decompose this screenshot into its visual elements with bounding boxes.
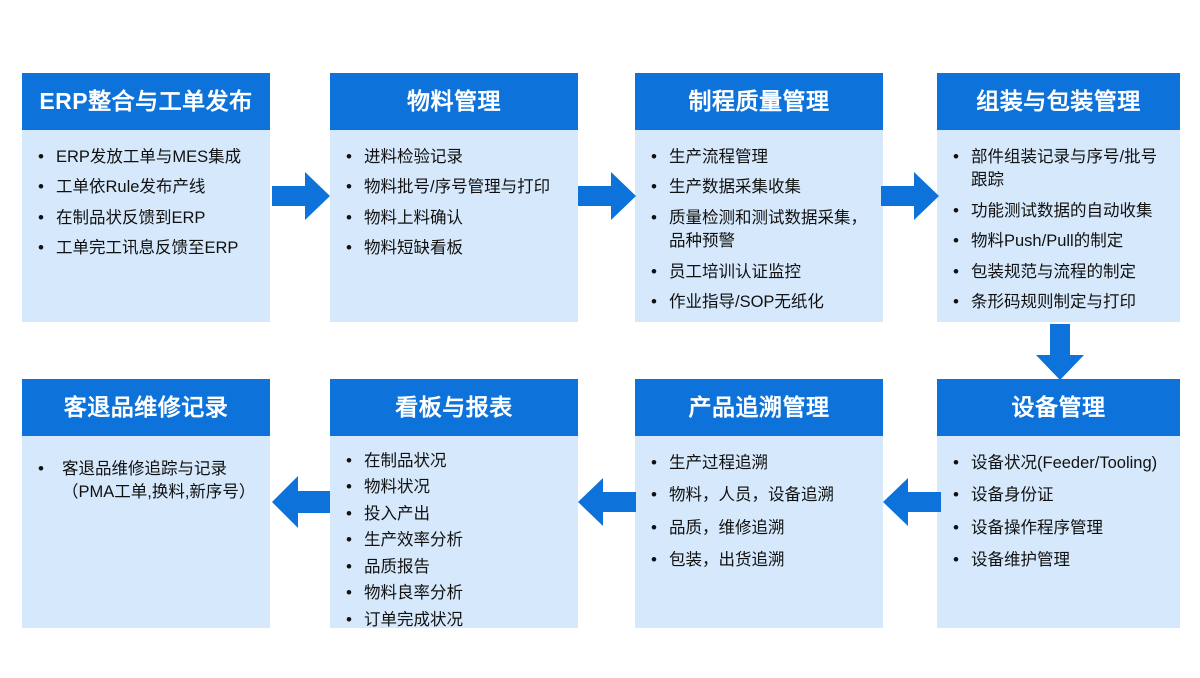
list-item: 生产效率分析 <box>344 528 568 553</box>
list-item: 包装，出货追溯 <box>649 548 873 573</box>
list-item: 物料上料确认 <box>344 206 568 231</box>
box-product-traceability-management[interactable]: 产品追溯管理 生产过程追溯 物料，人员，设备追溯 品质，维修追溯 包装，出货追溯 <box>635 379 883 628</box>
list-item: 工单依Rule发布产线 <box>36 175 260 200</box>
list-item: 物料状况 <box>344 475 568 500</box>
list-item: 设备维护管理 <box>951 548 1170 573</box>
box-body: 在制品状况 物料状况 投入产出 生产效率分析 品质报告 物料良率分析 订单完成状… <box>330 436 578 643</box>
list-item: 品质报告 <box>344 555 568 580</box>
list-item: 物料批号/序号管理与打印 <box>344 175 568 200</box>
box-body: 设备状况(Feeder/Tooling) 设备身份证 设备操作程序管理 设备维护… <box>937 436 1180 628</box>
list-item: 设备操作程序管理 <box>951 516 1170 541</box>
box-title: 产品追溯管理 <box>635 379 883 436</box>
box-body: 生产流程管理 生产数据采集收集 质量检测和测试数据采集，品种预警 员工培训认证监… <box>635 130 883 330</box>
list-item: 作业指导/SOP无纸化 <box>649 290 873 315</box>
bullet-list: 生产流程管理 生产数据采集收集 质量检测和测试数据采集，品种预警 员工培训认证监… <box>649 145 873 315</box>
bullet-list: 客退品维修追踪与记录（PMA工单,换料,新序号） <box>36 457 260 505</box>
box-equipment-management[interactable]: 设备管理 设备状况(Feeder/Tooling) 设备身份证 设备操作程序管理… <box>937 379 1180 628</box>
list-item: 物料良率分析 <box>344 581 568 606</box>
list-item: 订单完成状况 <box>344 608 568 633</box>
box-erp-integration[interactable]: ERP整合与工单发布 ERP发放工单与MES集成 工单依Rule发布产线 在制品… <box>22 73 270 322</box>
box-title: 设备管理 <box>937 379 1180 436</box>
list-item: 设备状况(Feeder/Tooling) <box>951 451 1170 476</box>
list-item: 物料，人员，设备追溯 <box>649 483 873 508</box>
list-item: 设备身份证 <box>951 483 1170 508</box>
list-item: 客退品维修追踪与记录（PMA工单,换料,新序号） <box>36 457 260 505</box>
arrow-dashboard-to-return-icon <box>272 474 330 530</box>
box-body: 客退品维修追踪与记录（PMA工单,换料,新序号） <box>22 436 270 628</box>
list-item: 包装规范与流程的制定 <box>951 260 1170 285</box>
bullet-list: 设备状况(Feeder/Tooling) 设备身份证 设备操作程序管理 设备维护… <box>951 451 1170 573</box>
box-assembly-packaging-management[interactable]: 组装与包装管理 部件组装记录与序号/批号跟踪 功能测试数据的自动收集 物料Pus… <box>937 73 1180 322</box>
bullet-list: 进料检验记录 物料批号/序号管理与打印 物料上料确认 物料短缺看板 <box>344 145 568 261</box>
box-customer-return-repair-record[interactable]: 客退品维修记录 客退品维修追踪与记录（PMA工单,换料,新序号） <box>22 379 270 628</box>
box-body: 生产过程追溯 物料，人员，设备追溯 品质，维修追溯 包装，出货追溯 <box>635 436 883 628</box>
arrow-material-to-quality-icon <box>578 170 636 222</box>
arrow-assembly-to-equipment-icon <box>1034 324 1086 380</box>
list-item: 在制品状反馈到ERP <box>36 206 260 231</box>
list-item: 品质，维修追溯 <box>649 516 873 541</box>
list-item: 在制品状况 <box>344 449 568 474</box>
box-title: 组装与包装管理 <box>937 73 1180 130</box>
list-item: 物料短缺看板 <box>344 236 568 261</box>
box-body: ERP发放工单与MES集成 工单依Rule发布产线 在制品状反馈到ERP 工单完… <box>22 130 270 322</box>
box-body: 进料检验记录 物料批号/序号管理与打印 物料上料确认 物料短缺看板 <box>330 130 578 322</box>
list-item: 生产流程管理 <box>649 145 873 170</box>
list-item: 进料检验记录 <box>344 145 568 170</box>
box-material-management[interactable]: 物料管理 进料检验记录 物料批号/序号管理与打印 物料上料确认 物料短缺看板 <box>330 73 578 322</box>
bullet-list: 在制品状况 物料状况 投入产出 生产效率分析 品质报告 物料良率分析 订单完成状… <box>344 449 568 633</box>
box-title: ERP整合与工单发布 <box>22 73 270 130</box>
list-item: 投入产出 <box>344 502 568 527</box>
arrow-quality-to-assembly-icon <box>881 170 939 222</box>
arrow-traceability-to-dashboard-icon <box>578 476 636 528</box>
list-item: 员工培训认证监控 <box>649 260 873 285</box>
arrow-erp-to-material-icon <box>272 170 330 222</box>
box-title: 制程质量管理 <box>635 73 883 130</box>
box-title: 看板与报表 <box>330 379 578 436</box>
bullet-list: 部件组装记录与序号/批号跟踪 功能测试数据的自动收集 物料Push/Pull的制… <box>951 145 1170 315</box>
arrow-equipment-to-traceability-icon <box>883 476 941 528</box>
list-item: ERP发放工单与MES集成 <box>36 145 260 170</box>
list-item: 生产过程追溯 <box>649 451 873 476</box>
list-item: 部件组装记录与序号/批号跟踪 <box>951 145 1170 193</box>
list-item: 生产数据采集收集 <box>649 175 873 200</box>
box-title: 客退品维修记录 <box>22 379 270 436</box>
list-item: 条形码规则制定与打印 <box>951 290 1170 315</box>
list-item: 功能测试数据的自动收集 <box>951 199 1170 224</box>
list-item: 质量检测和测试数据采集，品种预警 <box>649 206 873 254</box>
bullet-list: 生产过程追溯 物料，人员，设备追溯 品质，维修追溯 包装，出货追溯 <box>649 451 873 573</box>
list-item: 物料Push/Pull的制定 <box>951 229 1170 254</box>
list-item: 工单完工讯息反馈至ERP <box>36 236 260 261</box>
box-process-quality-management[interactable]: 制程质量管理 生产流程管理 生产数据采集收集 质量检测和测试数据采集，品种预警 … <box>635 73 883 322</box>
box-title: 物料管理 <box>330 73 578 130</box>
box-body: 部件组装记录与序号/批号跟踪 功能测试数据的自动收集 物料Push/Pull的制… <box>937 130 1180 330</box>
box-dashboard-and-reports[interactable]: 看板与报表 在制品状况 物料状况 投入产出 生产效率分析 品质报告 物料良率分析… <box>330 379 578 632</box>
bullet-list: ERP发放工单与MES集成 工单依Rule发布产线 在制品状反馈到ERP 工单完… <box>36 145 260 261</box>
